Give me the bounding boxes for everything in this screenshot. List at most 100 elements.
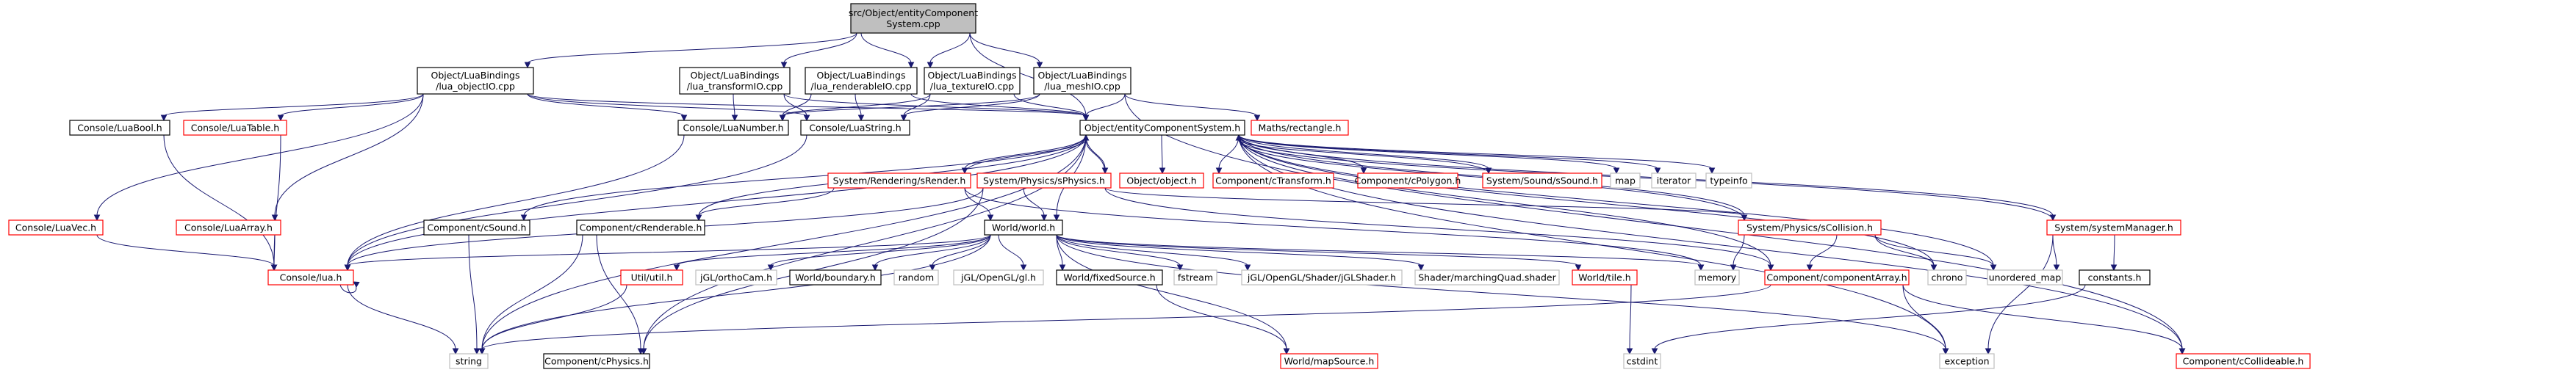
- edge-lua_meshIO-to-rectangle: [1124, 93, 1261, 122]
- node-ECS_h[interactable]: Object/entityComponentSystem.h: [1079, 120, 1245, 136]
- edge-line: [481, 134, 1087, 350]
- node-cTransform[interactable]: Component/cTransform.h: [1212, 172, 1334, 189]
- node-box: [1251, 120, 1349, 136]
- node-util_h[interactable]: Util/util.h: [620, 269, 683, 286]
- node-componentArray[interactable]: Component/componentArray.h: [1764, 269, 1910, 286]
- edge-line: [1733, 234, 1745, 266]
- node-fstream[interactable]: fstream: [1173, 269, 1217, 286]
- node-lua_transformIO[interactable]: Object/LuaBindings/lua_transformIO.cpp: [679, 67, 791, 95]
- node-fixedSource[interactable]: World/fixedSource.h: [1056, 269, 1163, 286]
- node-rectangle[interactable]: Maths/rectangle.h: [1251, 120, 1349, 136]
- node-lua_h[interactable]: Console/lua.h: [267, 269, 354, 286]
- node-lua_renderableIO[interactable]: Object/LuaBindings/lua_renderableIO.cpp: [805, 67, 918, 95]
- node-exception[interactable]: exception: [1939, 353, 1995, 369]
- node-LuaBool[interactable]: Console/LuaBool.h: [69, 120, 170, 136]
- node-map[interactable]: map: [1610, 172, 1641, 189]
- node-label: /lua_transformIO.cpp: [687, 81, 783, 92]
- node-boundary[interactable]: World/boundary.h: [789, 269, 882, 286]
- node-cCollideable[interactable]: Component/cCollideable.h: [2176, 353, 2311, 369]
- node-label: fstream: [1178, 272, 1213, 283]
- node-LuaString[interactable]: Console/LuaString.h: [800, 120, 910, 136]
- node-box: [1927, 269, 1967, 286]
- edge-cSound-to-string: [468, 234, 481, 355]
- node-memory[interactable]: memory: [1694, 269, 1740, 286]
- node-cPolygon[interactable]: Component/cPolygon.h: [1355, 172, 1461, 189]
- node-LuaNumber[interactable]: Console/LuaNumber.h: [677, 120, 789, 136]
- edge-sRender-to-cRenderable: [695, 187, 835, 222]
- node-sSound[interactable]: System/Sound/sSound.h: [1482, 172, 1602, 189]
- node-label: World/tile.h: [1578, 272, 1630, 283]
- node-LuaArray[interactable]: Console/LuaArray.h: [176, 219, 281, 236]
- node-label: Component/cSound.h: [428, 222, 527, 233]
- node-typeinfo[interactable]: typeinfo: [1705, 172, 1752, 189]
- edge-line: [1156, 284, 1287, 350]
- edge-line: [2052, 234, 2057, 266]
- node-label: System/Physics/sCollision.h: [1746, 222, 1873, 233]
- node-tile_h[interactable]: World/tile.h: [1572, 269, 1638, 286]
- edge-sPhysics-to-componentArray: [1104, 187, 1774, 272]
- edge-sCollision-to-memory: [1730, 234, 1745, 272]
- edge-line: [163, 93, 424, 117]
- node-cPhysics[interactable]: Component/cPhysics.h: [543, 353, 650, 369]
- node-jglShader[interactable]: jGL/OpenGL/Shader/jGLShader.h: [1241, 269, 1403, 286]
- edge-line: [2113, 234, 2115, 266]
- edge-world_h-to-fstream: [1056, 234, 1184, 272]
- edge-arrowhead: [1244, 264, 1251, 272]
- node-jgl_h[interactable]: jGL/OpenGL/gl.h: [953, 269, 1044, 286]
- node-orthoCam[interactable]: jGL/orthoCam.h: [695, 269, 777, 286]
- node-iterator[interactable]: iterator: [1651, 172, 1697, 189]
- edge-line: [1238, 139, 1489, 174]
- edge-line: [910, 93, 1087, 117]
- edge-arrowhead: [1708, 167, 1716, 175]
- edge-line: [1238, 134, 2054, 217]
- node-lua_objectIO[interactable]: Object/LuaBindings/lua_objectIO.cpp: [417, 67, 534, 95]
- node-object_h[interactable]: Object/object.h: [1119, 172, 1204, 189]
- node-label: Component/cTransform.h: [1215, 175, 1331, 186]
- edge-line: [643, 134, 1087, 350]
- node-cstdint[interactable]: cstdint: [1623, 353, 1661, 369]
- edge-lua_objectIO-to-LuaArray: [271, 93, 424, 222]
- node-label: Object/LuaBindings: [817, 70, 906, 81]
- node-cRenderable[interactable]: Component/cRenderable.h: [576, 219, 705, 236]
- edge-ECS_h-to-string: [478, 134, 1087, 355]
- node-label: memory: [1698, 272, 1737, 283]
- edge-line: [676, 234, 991, 266]
- edge-line: [903, 93, 1040, 117]
- node-sPhysics[interactable]: System/Physics/sPhysics.h: [976, 172, 1112, 189]
- edge-line: [964, 187, 1702, 266]
- node-systemManager[interactable]: System/systemManager.h: [2046, 219, 2181, 236]
- node-random[interactable]: random: [893, 269, 939, 286]
- edge-arrowhead: [353, 281, 360, 288]
- node-LuaVec[interactable]: Console/LuaVec.h: [8, 219, 104, 236]
- node-marchingQuad[interactable]: Shader/marchingQuad.shader: [1414, 269, 1560, 286]
- node-box: [176, 219, 281, 236]
- edge-line: [527, 93, 807, 117]
- edge-line: [1056, 234, 1946, 350]
- edge-line: [163, 134, 275, 266]
- edge-arrowhead: [680, 115, 688, 122]
- node-LuaTable[interactable]: Console/LuaTable.h: [183, 120, 287, 136]
- edge-line: [527, 93, 685, 117]
- node-lua_meshIO[interactable]: Object/LuaBindings/lua_meshIO.cpp: [1033, 67, 1132, 95]
- node-lua_textureIO[interactable]: Object/LuaBindings/lua_textureIO.cpp: [924, 67, 1021, 95]
- edge-line: [1809, 234, 1838, 266]
- node-label: Shader/marchingQuad.shader: [1418, 272, 1556, 283]
- node-unordered_map[interactable]: unordered_map: [1987, 269, 2063, 286]
- edge-line: [96, 93, 424, 217]
- node-sRender[interactable]: System/Rendering/sRender.h: [827, 172, 971, 189]
- edge-arrowhead: [871, 264, 879, 272]
- edge-ECS_h-to-typeinfo: [1238, 134, 1716, 175]
- node-cSound[interactable]: Component/cSound.h: [423, 219, 530, 236]
- edge-sCollision-to-unordered_map: [1874, 234, 1997, 272]
- node-string[interactable]: string: [449, 353, 489, 369]
- edge-line: [1238, 134, 1935, 266]
- node-constants[interactable]: constants.h: [2079, 269, 2151, 286]
- node-mapSource[interactable]: World/mapSource.h: [1280, 353, 1378, 369]
- node-label: Console/LuaVec.h: [15, 222, 96, 233]
- node-label: Console/LuaNumber.h: [683, 123, 783, 134]
- node-chrono[interactable]: chrono: [1927, 269, 1967, 286]
- node-world_h[interactable]: World/world.h: [984, 219, 1063, 236]
- edge-lua_renderableIO-to-LuaString: [855, 93, 865, 122]
- node-sCollision[interactable]: System/Physics/sCollision.h: [1738, 219, 1882, 236]
